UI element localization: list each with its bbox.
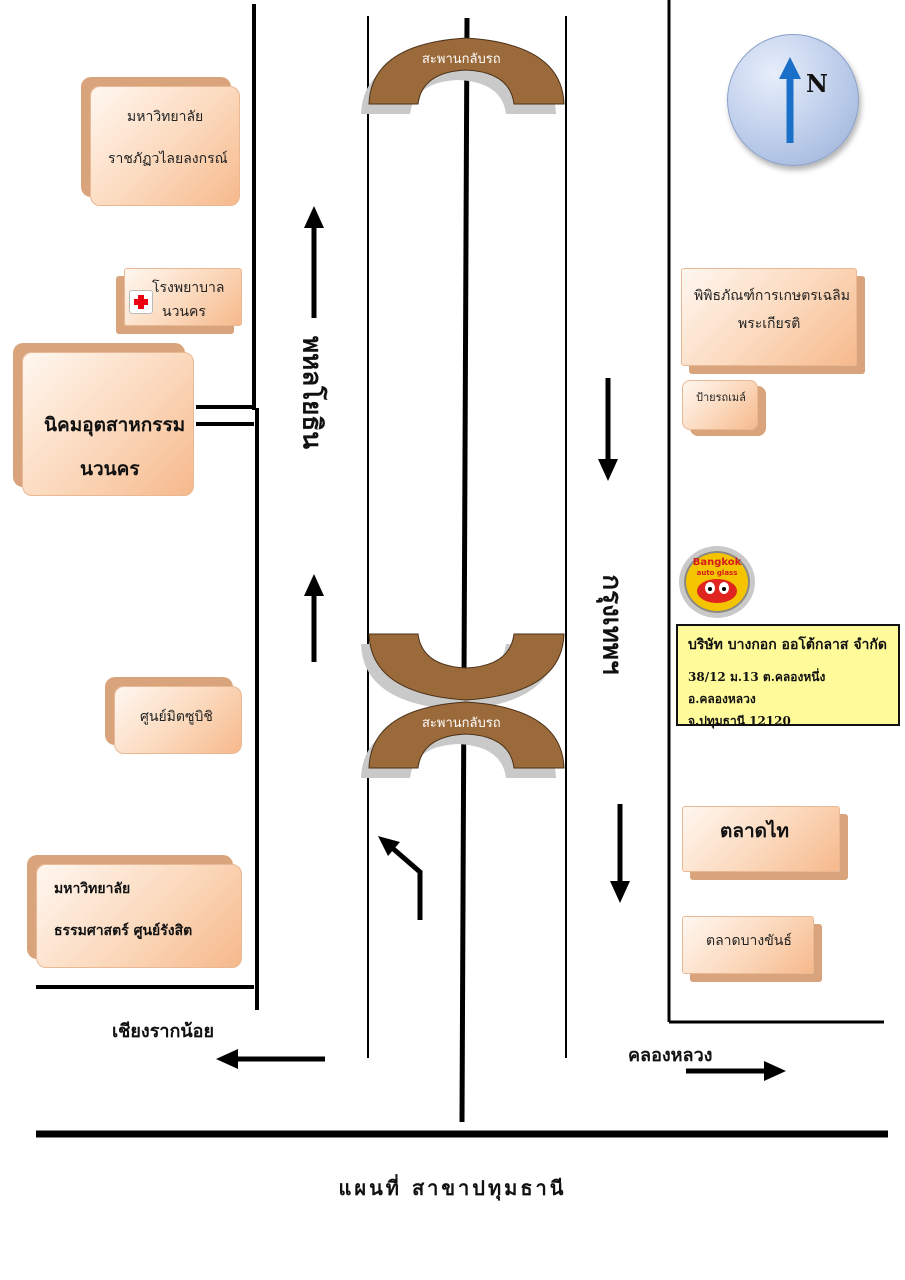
center-divider: [459, 17, 470, 1123]
car-logo-icon: Bangkok auto glass: [679, 546, 755, 618]
compass-north-label: N: [806, 69, 828, 98]
logo-text-line1: Bangkok: [692, 557, 742, 568]
thammasat-line1: มหาวิทยาลัย: [54, 881, 131, 897]
mitsubishi-label: ศูนย์มิตซูบิชิ: [140, 709, 213, 725]
road-name-bangkok: กรุงเทพฯ: [596, 574, 627, 675]
landmark-thammasat: [36, 864, 242, 968]
rajabhat-line1: มหาวิทยาลัย: [127, 109, 204, 125]
north-arrow-icon: [779, 57, 801, 143]
arrow-down-2-head: [610, 881, 630, 903]
arrow-uturn: [388, 844, 423, 920]
road-name-phahonyothin: พหลโยธิน: [296, 335, 327, 450]
rajabhat-line2: ราชภัฏวไลยลงกรณ์: [108, 151, 228, 167]
direction-chiang-rak-noi: เชียงรากน้อย: [112, 1021, 215, 1042]
company-name: บริษัท บางกอก ออโต้กลาส จำกัด: [688, 637, 887, 653]
hospital-line1: โรงพยาบาล: [152, 280, 225, 296]
talad-bangkhan-label: ตลาดบางขันธ์: [706, 933, 792, 949]
compass: N: [727, 34, 859, 166]
arrow-uturn-head: [378, 836, 400, 856]
arrow-down-1-head: [598, 459, 618, 481]
landmark-talad-thai: [682, 806, 840, 872]
company-address-line1: 38/12 ม.13 ต.คลองหนึ่ง อ.คลองหลวง: [688, 670, 826, 706]
museum-line1: พิพิธภัณฑ์การเกษตรเฉลิม: [694, 288, 850, 304]
landmark-talad-bangkhan: [682, 916, 814, 974]
bridge-top: [368, 37, 565, 105]
bridge-middle-lower: [368, 701, 565, 769]
arrow-right-head: [764, 1061, 786, 1081]
landmark-navanakorn: [22, 352, 194, 496]
bus-stop-label: ป้ายรถเมล์: [696, 391, 746, 404]
landmark-museum: [681, 268, 857, 366]
bridge-label-top: สะพานกลับรถ: [422, 52, 501, 67]
hospital-icon: [129, 290, 153, 314]
map-caption: แผนที่ สาขาปทุมธานี: [338, 1176, 567, 1200]
logo-text-line2: auto glass: [696, 569, 738, 577]
car-shape: [697, 579, 737, 603]
hospital-line2: นวนคร: [162, 304, 206, 320]
traffic-arrows: [216, 206, 786, 1081]
bridge-middle-upper: [368, 633, 565, 701]
direction-khlong-luang: คลองหลวง: [628, 1045, 713, 1066]
company-address-line2: จ.ปทุมธานี 12120: [688, 714, 791, 728]
museum-line2: พระเกียรติ: [738, 316, 801, 332]
landmark-bus-stop: [682, 380, 758, 430]
navanakorn-line2: นวนคร: [80, 458, 140, 480]
arrow-up-2-head: [304, 574, 324, 596]
thammasat-line2: ธรรมศาสตร์ ศูนย์รังสิต: [54, 923, 193, 939]
landmark-mitsubishi: [114, 686, 242, 754]
navanakorn-line1: นิคมอุตสาหกรรม: [44, 414, 186, 436]
talad-thai-label: ตลาดไท: [720, 820, 790, 842]
bridge-label-bottom: สะพานกลับรถ: [422, 716, 501, 731]
company-info-box: บริษัท บางกอก ออโต้กลาส จำกัด 38/12 ม.13…: [676, 624, 900, 728]
arrow-left-head: [216, 1049, 238, 1069]
landmark-rajabhat: [90, 86, 240, 206]
arrow-up-1-head: [304, 206, 324, 228]
